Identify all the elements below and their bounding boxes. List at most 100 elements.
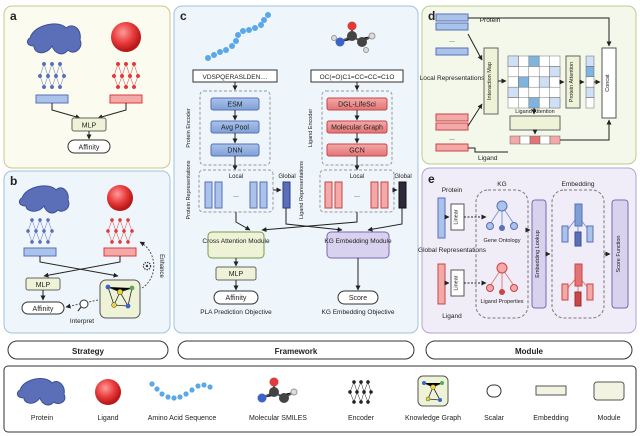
panel-c-letter: c: [180, 9, 187, 23]
molecular-smiles-icon: [331, 21, 376, 53]
ligand-properties-graph: [486, 262, 518, 295]
encoder-icon: [111, 61, 141, 90]
legend-embedding: Embedding: [533, 415, 569, 422]
panel-c: c VDSPQERASLDEN.... OC(=O)C1=CC=CC=C1O: [173, 5, 419, 334]
legend-ligand: Ligand: [97, 415, 118, 422]
mlp-label: MLP: [36, 282, 51, 289]
amino-acid-sequence-icon: [205, 12, 271, 61]
global-repr-label: Global Representations: [418, 247, 487, 254]
kg-objective-label: KG Embedding Objective: [322, 309, 395, 316]
ligand-local-ellipsis: ...: [354, 192, 360, 199]
knowledge-graph-icon: [99, 279, 141, 319]
legend: Protein Ligand Amino Acid Sequence Molec…: [3, 365, 637, 433]
protein-attention-label: Protein Attention: [569, 62, 575, 102]
score-scalar: [337, 290, 379, 305]
affinity-scalar-b: [21, 301, 65, 315]
ligand-properties-label: Ligand Properties: [480, 299, 523, 305]
module-icon: [593, 381, 625, 401]
score-function-box: [611, 199, 629, 309]
ligand-icon: [95, 379, 121, 405]
encoder-icon: [37, 61, 67, 90]
gene-ontology-label: Gene Ontology: [484, 238, 521, 244]
protein-icon: [26, 23, 82, 55]
affinity-scalar-a: [67, 139, 111, 154]
dnn-label: DNN: [227, 148, 242, 155]
mlp-label: MLP: [229, 271, 244, 278]
affinity-scalar-c: [213, 290, 259, 305]
embedding-label: Embedding: [562, 181, 595, 188]
protein-local-embeddings: [435, 13, 469, 56]
encoder-icon: [26, 218, 54, 244]
ligand-local-embeddings: [324, 181, 389, 209]
ligand-embedding: [103, 247, 137, 257]
ligand-attention-box: [509, 115, 561, 131]
smiles-text: OC(=O)C1=CC=CC=C1O: [320, 74, 395, 81]
panel-b: b MLP Affinity: [3, 170, 171, 334]
strategy-banner: [7, 340, 169, 360]
ligand-global-embedding: [437, 263, 446, 305]
legend-encoder: Encoder: [348, 415, 375, 422]
affinity-label: Affinity: [79, 145, 100, 152]
avg-pool-label: Avg Pool: [221, 125, 249, 132]
ligand-label: Ligand: [442, 313, 462, 320]
embedding-lookup-label: Embedding Lookup: [535, 230, 541, 277]
local-repr-label: Local Representations: [420, 75, 485, 82]
ligand-local-label: Local: [350, 174, 364, 180]
sequence-text: VDSPQERASLDEN....: [202, 74, 267, 81]
mlp-label: MLP: [82, 123, 97, 130]
gear-icon: [142, 261, 152, 271]
knowledge-graph-icon: [417, 375, 449, 407]
framework-label: Framework: [275, 347, 318, 356]
protein-encoder-label: Protein Encoder: [186, 108, 192, 148]
framework-banner: [177, 340, 415, 360]
ligand-local-embeddings: [435, 113, 469, 152]
encoder-icon: [106, 218, 134, 244]
section-banners: Strategy Framework Module: [7, 340, 633, 360]
pla-objective-label: PLA Prediction Objective: [200, 309, 272, 316]
interpret-label: Interpret: [70, 318, 94, 325]
legend-module: Module: [598, 415, 621, 422]
concat-label: Concat: [605, 74, 611, 92]
protein-label: Protein: [442, 187, 463, 194]
panel-d: d Protein ... Local Representations ... …: [420, 5, 637, 165]
legend-molecular-smiles: Molecular SMILES: [249, 415, 307, 422]
ligand-global-embedding: [398, 181, 407, 209]
ligand-encoder-label: Ligand Encoder: [308, 109, 314, 148]
protein-local-ellipsis: ...: [233, 192, 239, 199]
protein-attention-weights: [585, 55, 595, 109]
panel-e-letter: e: [428, 172, 435, 186]
molecular-smiles-icon: [257, 377, 298, 403]
module-banner: [425, 340, 633, 360]
legend-knowledge-graph: Knowledge Graph: [405, 415, 461, 422]
protein-label: Protein: [480, 17, 501, 24]
protein-kg-embeddings: [561, 203, 594, 247]
protein-local-label: Local: [229, 174, 243, 180]
gcn-label: GCN: [349, 148, 365, 155]
ligand-attention-label: Ligand Attention: [515, 109, 554, 115]
strategy-label: Strategy: [72, 347, 105, 356]
cross-attention-module: [207, 231, 265, 259]
embedding-icon: [535, 385, 567, 396]
gene-ontology-graph: [486, 200, 518, 231]
enhance-label: Enhance: [158, 254, 164, 278]
interaction-matrix: [507, 55, 561, 109]
affinity-label: Affinity: [33, 306, 54, 313]
ligand-repr-label: Ligand Representations: [299, 161, 305, 219]
ligand-kg-embeddings: [561, 263, 594, 307]
cross-attention-label: Cross Attention Module: [202, 238, 270, 245]
ligand-embedding: [109, 94, 143, 104]
kg-embedding-module: [326, 231, 390, 259]
kg-label: KG: [497, 181, 506, 188]
linear-label: Linear: [454, 209, 460, 224]
legend-frame: [3, 365, 637, 433]
protein-icon: [16, 378, 66, 406]
interaction-map-label: Interaction Map: [487, 62, 493, 100]
protein-global-embedding: [282, 181, 291, 209]
score-function-label: Score Function: [616, 236, 622, 273]
esm-label: ESM: [227, 102, 242, 109]
legend-protein: Protein: [31, 415, 53, 422]
encoder-icon: [348, 380, 373, 404]
scalar-icon: [486, 384, 502, 398]
